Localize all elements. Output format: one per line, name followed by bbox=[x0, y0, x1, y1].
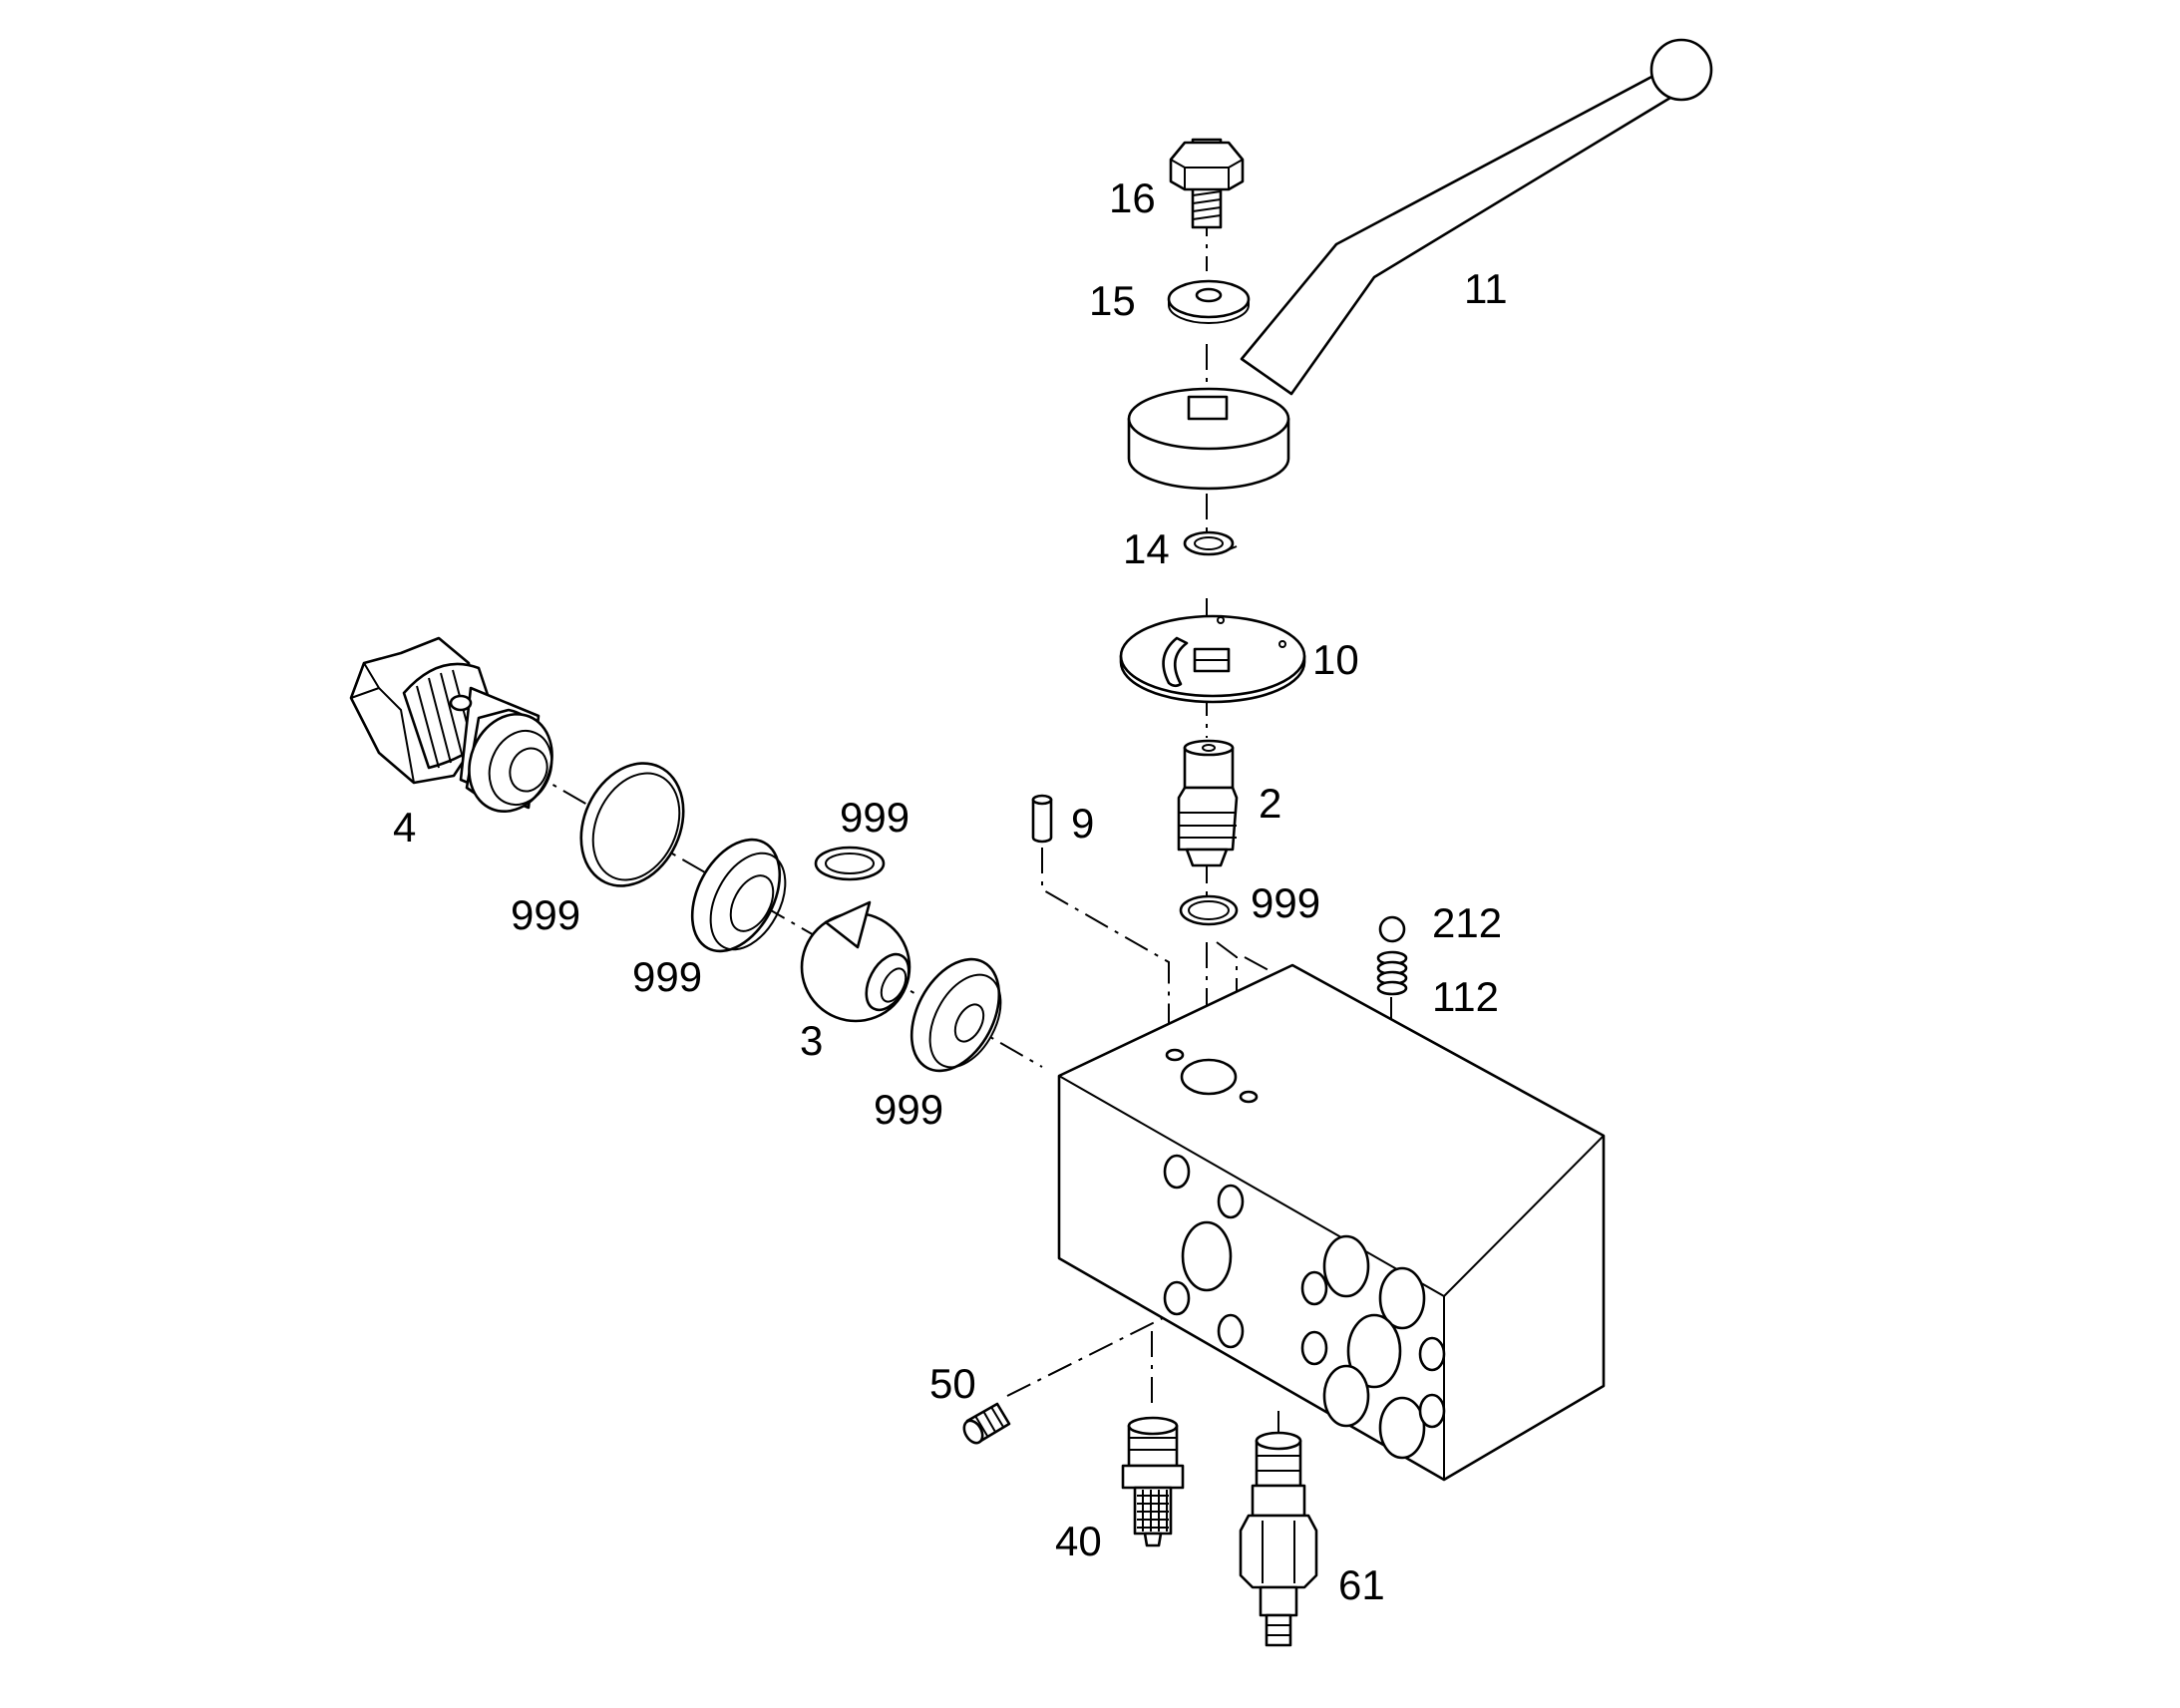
label-112: 112 bbox=[1432, 973, 1499, 1020]
label-9: 9 bbox=[1071, 800, 1094, 847]
pin-9 bbox=[1031, 794, 1053, 844]
end-cap-adapter-4 bbox=[349, 636, 553, 814]
check-fitting-61 bbox=[1239, 1431, 1318, 1647]
hex-bolt-16 bbox=[1169, 138, 1245, 229]
o-ring-999-ball bbox=[814, 846, 886, 881]
washer-15 bbox=[1167, 279, 1251, 324]
set-screw-50 bbox=[962, 1402, 1011, 1445]
top-ports bbox=[1165, 1048, 1259, 1104]
o-ring-999-large bbox=[579, 762, 685, 887]
seat-ring-999-right bbox=[909, 957, 1002, 1073]
label-999-seat-right: 999 bbox=[874, 1086, 943, 1133]
detent-ball-212 bbox=[1378, 915, 1406, 943]
retaining-ring-14 bbox=[1183, 530, 1238, 556]
label-4: 4 bbox=[393, 804, 416, 851]
label-999-stem-o-ring: 999 bbox=[1251, 879, 1320, 926]
o-ring-999-stem bbox=[1179, 894, 1239, 926]
label-15: 15 bbox=[1089, 277, 1136, 324]
label-10: 10 bbox=[1312, 636, 1359, 683]
spring-112 bbox=[1376, 950, 1408, 996]
label-3: 3 bbox=[800, 1017, 823, 1064]
manifold-block bbox=[1057, 963, 1606, 1482]
ball-3 bbox=[800, 900, 911, 1023]
valve-stem-2 bbox=[1177, 739, 1239, 867]
label-11: 11 bbox=[1464, 265, 1508, 312]
part-number-labels: 16 15 11 14 10 2 9 4 999 999 999 999 999… bbox=[393, 174, 1508, 1608]
label-61: 61 bbox=[1338, 1561, 1385, 1608]
label-50: 50 bbox=[929, 1360, 976, 1407]
label-14: 14 bbox=[1123, 525, 1170, 572]
label-16: 16 bbox=[1109, 174, 1156, 221]
label-999-ball-o-ring: 999 bbox=[840, 794, 909, 841]
filter-fitting-40 bbox=[1121, 1416, 1185, 1547]
label-999-large-o-ring: 999 bbox=[511, 891, 580, 938]
stop-plate-10 bbox=[1119, 614, 1306, 704]
label-212: 212 bbox=[1432, 899, 1502, 946]
lever-handle-11 bbox=[1127, 38, 1713, 491]
label-2: 2 bbox=[1259, 780, 1281, 827]
front-ports bbox=[1163, 1154, 1446, 1460]
label-999-seat-left: 999 bbox=[632, 953, 702, 1000]
seat-ring-999-left bbox=[690, 838, 787, 953]
label-40: 40 bbox=[1055, 1518, 1102, 1564]
